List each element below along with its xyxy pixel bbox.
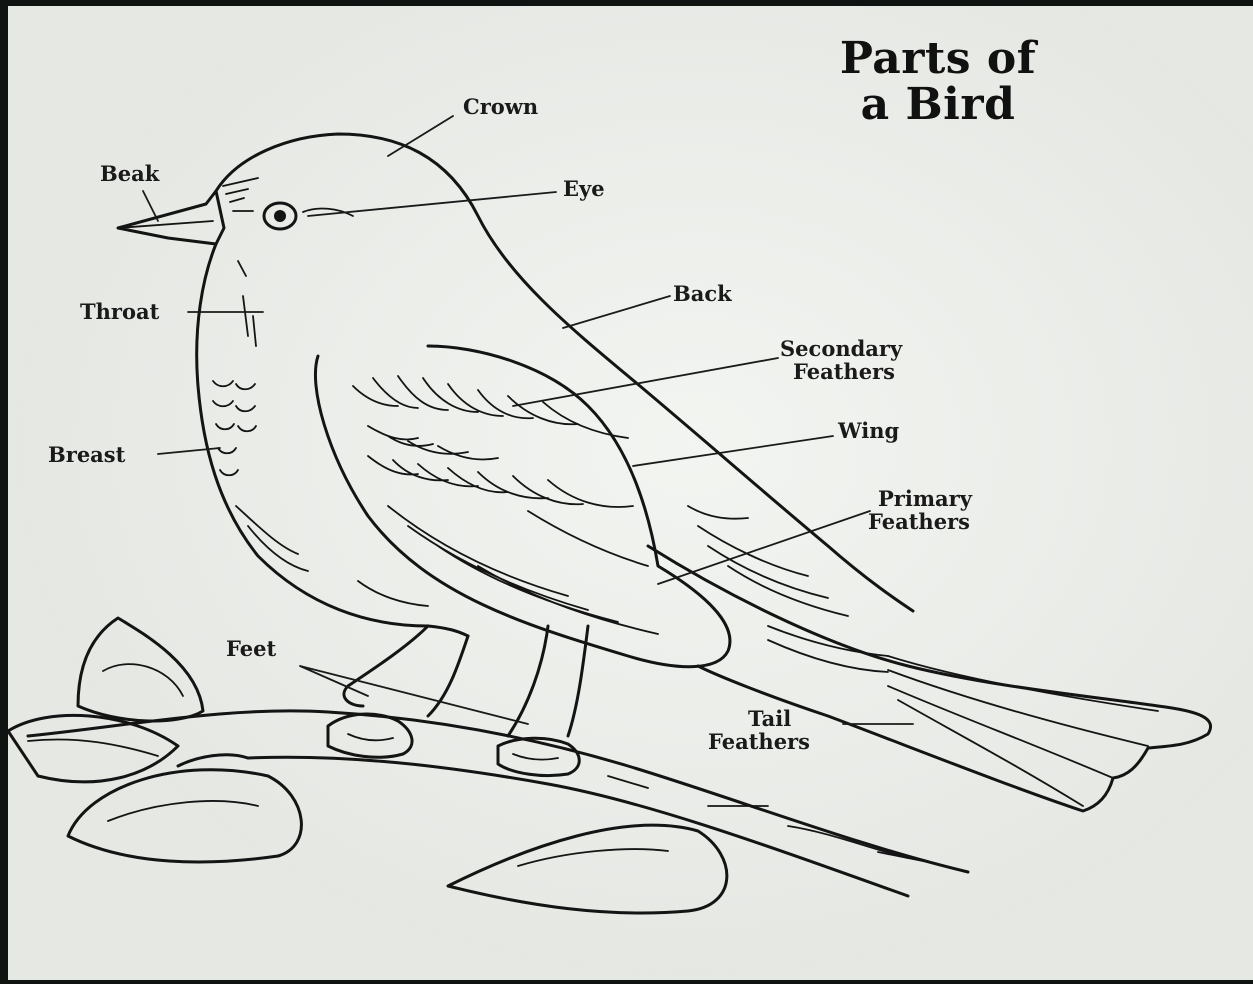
label-wing: Wing [837, 418, 899, 443]
leader-eye [308, 192, 556, 216]
label-tail-line2: Feathers [708, 729, 810, 754]
label-feet: Feet [226, 636, 276, 661]
leader-primary [658, 511, 870, 584]
part-labels: Crown Beak Eye Throat Back Secondary Fea… [48, 94, 973, 754]
label-secondary-line2: Feathers [793, 359, 895, 384]
label-tail-line1: Tail [748, 706, 791, 731]
label-beak: Beak [100, 161, 160, 186]
leader-crown [388, 116, 453, 156]
leader-breast [158, 448, 220, 454]
bird-illustration [118, 134, 1211, 811]
label-back: Back [673, 281, 732, 306]
label-primary-line1: Primary [878, 486, 973, 511]
branch-illustration [8, 618, 968, 913]
leader-back [563, 296, 670, 328]
label-throat: Throat [80, 299, 160, 324]
leader-wing [633, 436, 833, 466]
label-crown: Crown [463, 94, 538, 119]
diagram-sheet: Parts of a Bird [8, 6, 1253, 980]
leader-secondary [513, 358, 778, 406]
bird-diagram: Crown Beak Eye Throat Back Secondary Fea… [8, 6, 1253, 980]
label-primary-line2: Feathers [868, 509, 970, 534]
leader-beak [143, 191, 158, 221]
leader-feet [300, 666, 528, 724]
leader-lines [143, 116, 913, 724]
label-breast: Breast [48, 442, 126, 467]
label-eye: Eye [563, 176, 605, 201]
label-secondary-line1: Secondary [780, 336, 903, 361]
